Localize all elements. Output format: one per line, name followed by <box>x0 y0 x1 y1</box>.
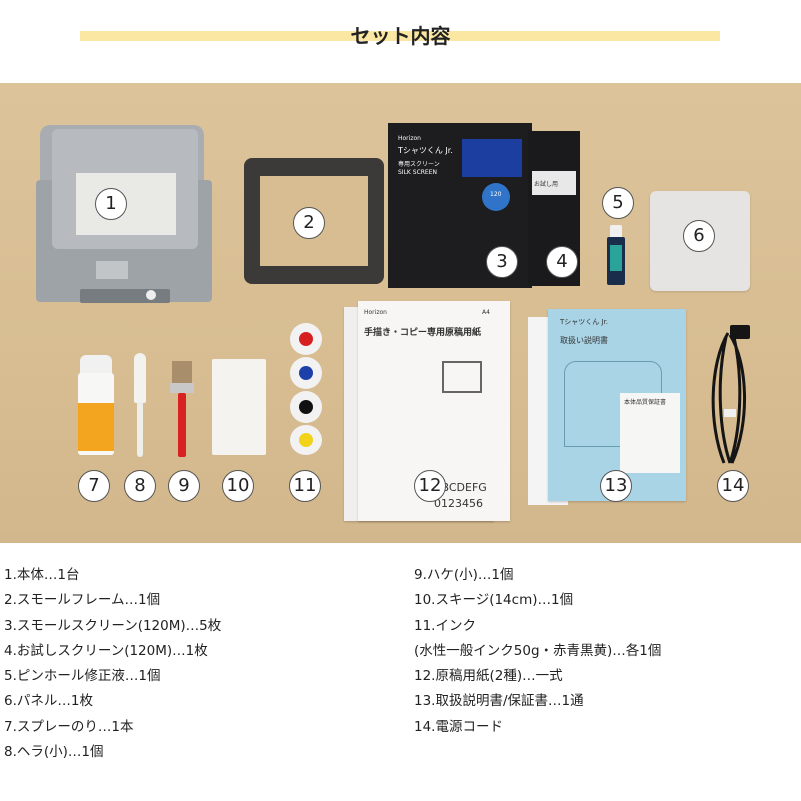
items-list-left: 1.本体…1台 2.スモールフレーム…1個 3.スモールスクリーン(120M)…… <box>4 563 221 765</box>
paper-letters-text: ABCDEFG <box>434 481 487 494</box>
warranty-title-text: 本体品質保証書 <box>624 399 667 406</box>
power-cord-image <box>700 323 760 473</box>
screen-mesh-text: 120 <box>490 191 502 198</box>
marker-5: 5 <box>602 187 634 219</box>
manual-title-text: 取扱い説明書 <box>560 336 608 345</box>
spatula-image <box>128 353 152 459</box>
list-item: 10.スキージ(14cm)…1個 <box>414 592 574 609</box>
product-photo: Horizon Tシャツくん Jr. 専用スクリーン SILK SCREEN 1… <box>0 83 801 543</box>
title-underline <box>80 31 720 41</box>
ink-bottles-image <box>288 323 324 455</box>
small-frame-image <box>244 158 384 284</box>
marker-2: 2 <box>293 207 325 239</box>
squeegee-image <box>212 359 266 455</box>
manual-image: Tシャツくん Jr. 取扱い説明書 本体品質保証書 <box>528 309 688 505</box>
trial-label-text: お試し用 <box>534 181 559 188</box>
paper-size-text: A4 <box>482 309 490 316</box>
screen-en-text: SILK SCREEN <box>398 169 437 176</box>
list-item: 11.インク <box>414 617 476 634</box>
list-item: 6.パネル…1枚 <box>4 693 93 710</box>
items-list-right: 9.ハケ(小)…1個 10.スキージ(14cm)…1個 11.インク (水性一般… <box>414 563 661 740</box>
list-item: 3.スモールスクリーン(120M)…5枚 <box>4 617 222 634</box>
main-unit-image <box>36 125 214 305</box>
manual-product-text: Tシャツくん Jr. <box>560 318 609 326</box>
marker-8: 8 <box>124 470 156 502</box>
screen-product-text: Tシャツくん Jr. <box>398 146 453 155</box>
list-item: (水性一般インク50g・赤青黒黄)…各1個 <box>414 642 662 659</box>
list-item: 1.本体…1台 <box>4 567 80 583</box>
marker-1: 1 <box>95 188 127 220</box>
paper-title-text: 手描き・コピー専用原稿用紙 <box>364 328 482 338</box>
list-item: 14.電源コード <box>414 718 503 735</box>
list-item: 12.原稿用紙(2種)…一式 <box>414 668 563 685</box>
marker-4: 4 <box>546 246 578 278</box>
spray-glue-image <box>78 355 114 455</box>
screen-type-text: 専用スクリーン <box>398 161 440 168</box>
paper-brand-text: Horizon <box>364 309 387 316</box>
list-item: 5.ピンホール修正液…1個 <box>4 668 161 685</box>
brush-image <box>170 361 194 459</box>
marker-3: 3 <box>486 246 518 278</box>
correction-liquid-image <box>605 225 627 287</box>
page-title: セット内容 <box>350 24 451 48</box>
list-item: 2.スモールフレーム…1個 <box>4 592 161 609</box>
marker-10: 10 <box>222 470 254 502</box>
marker-12: 12 <box>414 470 446 502</box>
list-item: 4.お試しスクリーン(120M)…1枚 <box>4 642 208 659</box>
list-item: 7.スプレーのり…1本 <box>4 718 134 735</box>
marker-9: 9 <box>168 470 200 502</box>
list-item: 8.ヘラ(小)…1個 <box>4 744 104 761</box>
list-item: 9.ハケ(小)…1個 <box>414 567 514 583</box>
screen-brand-text: Horizon <box>398 135 421 142</box>
paper-digits-text: 0123456 <box>434 497 483 510</box>
marker-13: 13 <box>600 470 632 502</box>
marker-14: 14 <box>717 470 749 502</box>
list-item: 13.取扱説明書/保証書…1通 <box>414 693 584 710</box>
marker-11: 11 <box>289 470 321 502</box>
original-paper-image: Horizon A4 手描き・コピー専用原稿用紙 ABCDEFG 0123456 <box>344 301 510 523</box>
marker-6: 6 <box>683 220 715 252</box>
marker-7: 7 <box>78 470 110 502</box>
